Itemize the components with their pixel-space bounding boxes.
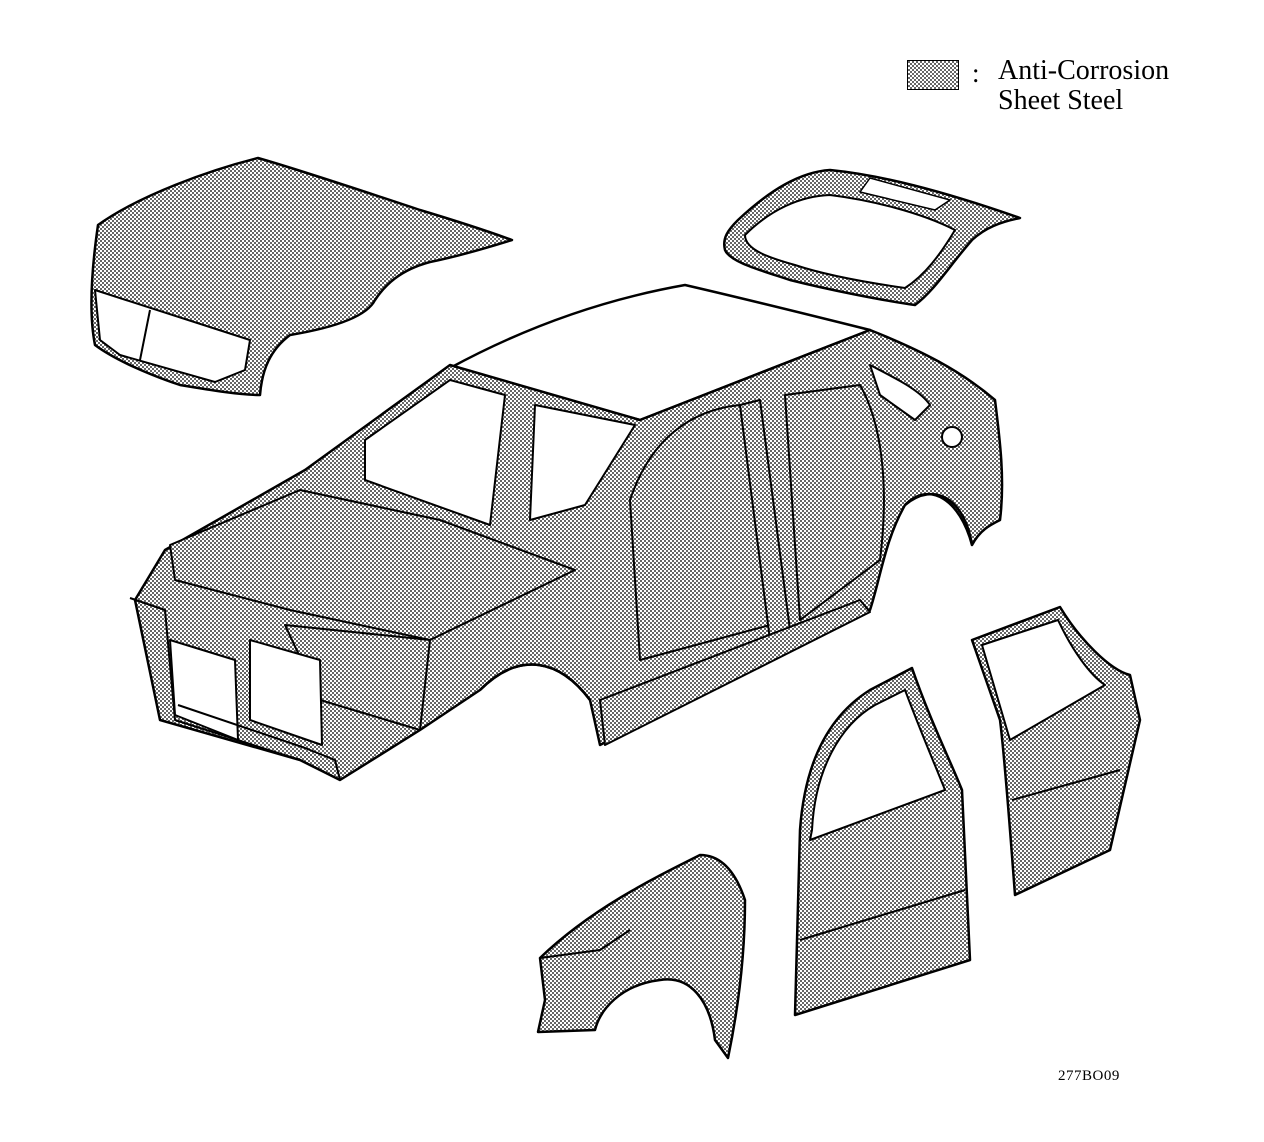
front-door xyxy=(793,666,972,1017)
hatch-swatch-icon xyxy=(908,61,958,89)
legend-swatch xyxy=(907,60,959,90)
trunk-lid xyxy=(723,168,1022,307)
hood-panel xyxy=(90,156,514,397)
legend-label-line1: Anti-Corrosion xyxy=(998,55,1170,86)
rear-door xyxy=(970,605,1142,897)
front-fender xyxy=(536,853,747,1060)
figure-code: 277BO09 xyxy=(1058,1068,1120,1084)
legend-colon: : xyxy=(972,58,980,88)
legend-label-line2: Sheet Steel xyxy=(998,85,1124,116)
legend-label: Anti-Corrosion Sheet Steel xyxy=(998,56,1169,116)
body-in-white xyxy=(129,283,1004,782)
